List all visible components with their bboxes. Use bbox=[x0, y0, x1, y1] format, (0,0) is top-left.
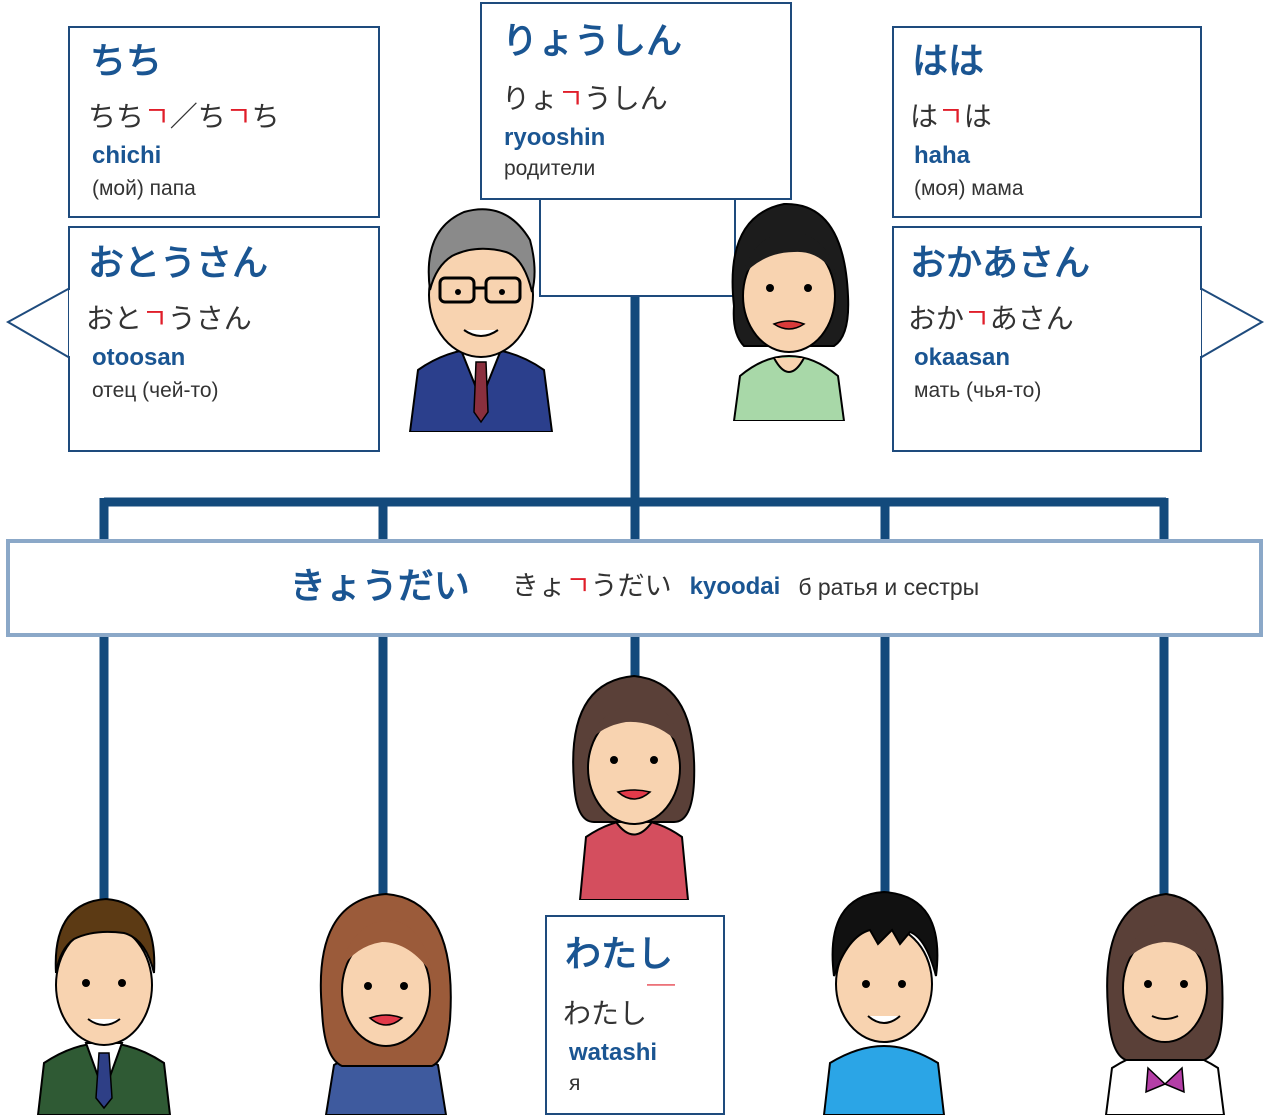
watashi-romaji: watashi bbox=[569, 1039, 658, 1066]
otoosan-romaji: otoosan bbox=[92, 344, 186, 371]
ryooshin-reading: りょㄱうしん bbox=[502, 82, 668, 115]
chichi-romaji: chichi bbox=[92, 142, 162, 169]
okaasan-title: おかあさん bbox=[910, 243, 1091, 284]
kyoodai-reading: きょㄱうだい bbox=[511, 571, 672, 602]
older-brother-illustration bbox=[36, 897, 172, 1115]
chichi-reading: ちちㄱ／ちㄱち bbox=[88, 100, 280, 133]
kyoodai-meaning: б ратья и сестры bbox=[798, 574, 980, 600]
me-illustration bbox=[572, 674, 696, 900]
card-watashi: わたし わたし￣ watashi я bbox=[545, 915, 725, 1115]
card-haha: はは はㄱは haha (моя) мама bbox=[892, 26, 1202, 218]
younger-sister-illustration bbox=[1104, 892, 1226, 1115]
ryooshin-title: りょうしん bbox=[502, 21, 683, 62]
otoosan-meaning: отец (чей-то) bbox=[92, 379, 219, 402]
haha-title: はは bbox=[912, 41, 985, 82]
kyoodai-romaji: kyoodai bbox=[689, 573, 781, 600]
card-otoosan: おとうさん おとㄱうさん otoosan отец (чей-то) bbox=[68, 226, 380, 452]
mother-illustration bbox=[731, 202, 850, 421]
okaasan-meaning: мать (чья-то) bbox=[914, 379, 1042, 402]
card-ryooshin: りょうしん りょㄱうしん ryooshin родители bbox=[480, 2, 792, 200]
younger-brother-illustration bbox=[822, 890, 946, 1115]
watashi-reading: わたし￣ bbox=[563, 983, 676, 1030]
kyoodai-title: きょうだい bbox=[289, 566, 470, 607]
older-sister-illustration bbox=[319, 892, 452, 1115]
haha-reading: はㄱは bbox=[910, 100, 992, 133]
haha-romaji: haha bbox=[914, 142, 971, 169]
pointer-gap-right bbox=[1197, 290, 1201, 356]
chichi-meaning: (мой) папа bbox=[92, 177, 196, 200]
pointer-gap-left bbox=[69, 290, 73, 356]
otoosan-reading: おとㄱうさん bbox=[86, 302, 252, 335]
ryooshin-meaning: родители bbox=[504, 157, 596, 180]
card-okaasan: おかあさん おかㄱあさん okaasan мать (чья-то) bbox=[892, 226, 1202, 452]
haha-meaning: (моя) мама bbox=[914, 177, 1024, 200]
chichi-title: ちち bbox=[90, 41, 163, 82]
watashi-meaning: я bbox=[569, 1072, 581, 1095]
okaasan-romaji: okaasan bbox=[914, 344, 1011, 371]
card-chichi: ちち ちちㄱ／ちㄱち chichi (мой) папа bbox=[68, 26, 380, 218]
father-illustration bbox=[408, 208, 554, 432]
otoosan-title: おとうさん bbox=[88, 243, 269, 284]
siblings-band: きょうだい きょㄱうだい kyoodai б ратья и сестры bbox=[6, 539, 1263, 637]
watashi-title: わたし bbox=[565, 934, 674, 975]
ryooshin-romaji: ryooshin bbox=[504, 124, 606, 151]
okaasan-reading: おかㄱあさん bbox=[908, 302, 1074, 335]
